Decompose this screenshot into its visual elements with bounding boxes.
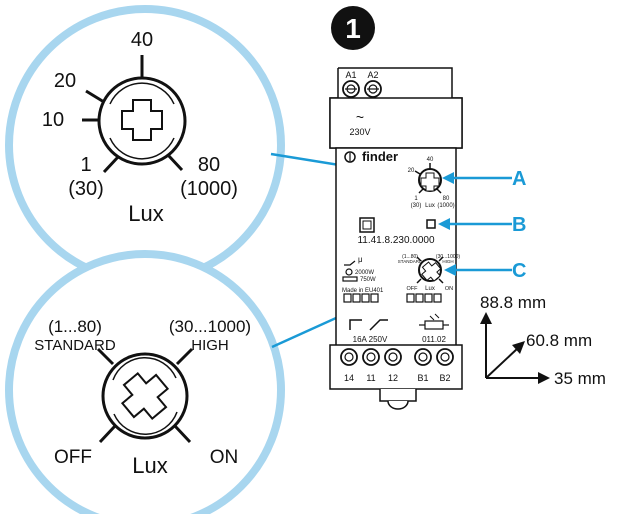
- contact-rating: 16A 250V: [353, 335, 388, 344]
- callout-c: C: [444, 260, 526, 282]
- callout-a: A: [442, 168, 526, 190]
- zoom-top-label-1: 1: [80, 154, 91, 176]
- zoom-circle-bottom: (1...80) STANDARD (30...1000) HIGH OFF O…: [5, 250, 285, 514]
- dial-a-unit: Lux: [425, 203, 435, 209]
- load1-symbol: μ: [358, 255, 363, 264]
- terminal-b1: B1: [417, 373, 428, 383]
- terminal-a1: A1: [345, 70, 356, 80]
- terminal-12: 12: [388, 373, 398, 383]
- dimension-width: 35 mm: [554, 369, 606, 388]
- dimension-axes: [480, 312, 550, 384]
- zoom-bottom-right-range: (30...1000): [169, 317, 251, 336]
- callout-a-label: A: [512, 168, 526, 190]
- callout-c-label: C: [512, 260, 526, 282]
- device-dial-c: [416, 256, 444, 284]
- dial-a-label-40: 40: [427, 157, 434, 163]
- supply-symbol: ~: [356, 109, 364, 125]
- terminal-14: 14: [344, 373, 354, 383]
- zoom-top-label-10: 10: [42, 109, 64, 131]
- callout-b-label: B: [512, 214, 526, 236]
- supply-voltage: 230V: [349, 127, 370, 137]
- device-dial-a: [414, 163, 442, 194]
- sensor-code: 011.02: [422, 335, 446, 344]
- device-led-b: [426, 219, 436, 229]
- dimension-height: 88.8 mm: [480, 293, 546, 312]
- device: [329, 67, 463, 410]
- step-badge-number: 1: [345, 13, 361, 44]
- zoom-top-label-1000: (1000): [180, 178, 238, 200]
- dial-a-label-80: 80: [443, 196, 450, 202]
- device-texts: A1 A2 ~ 230V finder 40 20 1 (30) 80 (100…: [342, 70, 460, 383]
- brand-logo: finder: [362, 149, 398, 164]
- zoom-top-unit: Lux: [128, 201, 163, 226]
- top-terminals: [342, 80, 382, 98]
- zoom-bottom-dial: [96, 347, 194, 444]
- dimension-depth: 60.8 mm: [526, 331, 592, 350]
- terminal-a2: A2: [367, 70, 378, 80]
- dial-c-right-mode: HIGH: [442, 259, 453, 264]
- zoom-top-label-80: 80: [198, 154, 220, 176]
- dial-a-label-1: 1: [414, 196, 418, 202]
- model-number: 11.41.8.230.0000: [357, 235, 435, 246]
- dial-c-off: OFF: [407, 286, 419, 292]
- zoom-circle-top: 40 20 10 1 (30) 80 (1000) Lux: [5, 5, 285, 285]
- zoom-bottom-right-mode: HIGH: [191, 337, 229, 354]
- dial-a-label-1000: (1000): [437, 203, 454, 209]
- dial-c-left-range: (1...80): [402, 254, 418, 260]
- callout-b: B: [438, 214, 526, 236]
- zoom-bottom-left-mode: STANDARD: [34, 337, 116, 354]
- made-in-label: Made in EU401: [342, 288, 384, 294]
- zoom-bottom-unit: Lux: [132, 453, 167, 478]
- zoom-top-label-20: 20: [54, 70, 76, 92]
- zoom-top-label-40: 40: [131, 29, 153, 51]
- terminal-11: 11: [366, 373, 375, 383]
- load1-value: 2000W: [355, 270, 374, 276]
- dial-a-label-20: 20: [408, 168, 415, 174]
- step-badge: 1: [331, 6, 375, 50]
- dip-switches: [343, 293, 442, 303]
- dial-c-unit: Lux: [425, 286, 435, 292]
- dial-c-left-mode: STANDARD: [398, 259, 423, 264]
- zoom-bottom-off: OFF: [54, 447, 92, 468]
- terminal-b2: B2: [439, 373, 450, 383]
- load2-value: 750W: [360, 277, 376, 283]
- zoom-bottom-left-range: (1...80): [48, 317, 102, 336]
- dial-c-right-range: (30...1000): [436, 254, 461, 260]
- dial-c-on: ON: [445, 286, 453, 292]
- zoom-top-label-30: (30): [68, 178, 104, 200]
- zoom-bottom-on: ON: [210, 447, 239, 468]
- bottom-terminals: [340, 348, 454, 366]
- zoom-top-dial: [82, 55, 187, 174]
- dial-a-label-30: (30): [411, 203, 422, 209]
